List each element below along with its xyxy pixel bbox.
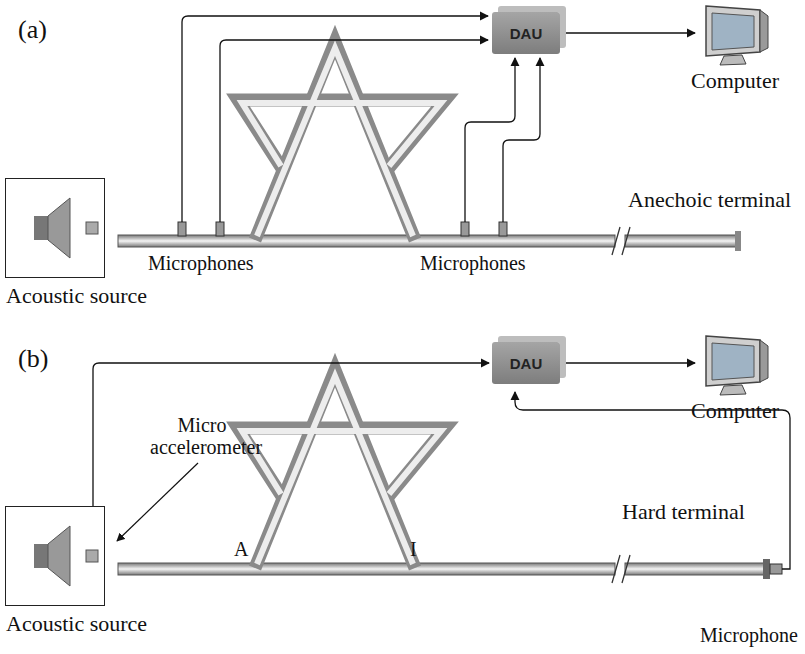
mic-wires <box>182 16 540 222</box>
panel-a <box>34 16 741 258</box>
microphones <box>178 222 507 236</box>
computer-icon <box>698 332 772 398</box>
label: I <box>410 538 417 560</box>
duct <box>625 563 765 575</box>
node-text: Computer <box>691 68 779 94</box>
node-text: Computer <box>691 398 779 424</box>
node-text: DAU <box>510 25 543 42</box>
acoustic-source-box: Acoustic source <box>5 506 105 606</box>
speaker <box>34 198 98 258</box>
label: A <box>234 538 248 560</box>
panel-b <box>34 370 790 586</box>
leader-line <box>117 463 198 541</box>
label: (b) <box>18 345 48 374</box>
duct <box>118 563 615 575</box>
hard-terminal <box>763 559 770 579</box>
acoustic-source-box: Acoustic source <box>5 178 105 278</box>
terminal-cap <box>735 231 741 251</box>
computer: Computer <box>676 2 794 94</box>
label: Micro accelerometer <box>150 414 254 458</box>
break-mark <box>612 555 630 583</box>
duct <box>118 235 615 247</box>
speaker <box>34 526 98 586</box>
microphone-symbol <box>770 564 782 574</box>
dau-box: DAU <box>492 342 560 384</box>
label: Microphone <box>700 624 798 646</box>
label: Hard terminal <box>622 500 745 524</box>
node-text: DAU <box>510 355 543 372</box>
signal-arrow <box>93 363 489 506</box>
duct <box>625 235 737 247</box>
signal-arrow <box>560 362 695 363</box>
computer: Computer <box>676 332 794 424</box>
label: Anechoic terminal <box>628 188 791 212</box>
computer-icon <box>698 2 772 68</box>
label: Microphones <box>420 252 526 274</box>
node-text: Acoustic source <box>6 283 147 309</box>
mic-wire <box>515 392 790 569</box>
signal-arrow <box>560 32 695 33</box>
node-text: Acoustic source <box>6 611 147 637</box>
break-mark <box>612 227 630 255</box>
star-resonator <box>238 370 445 568</box>
dau-box: DAU <box>492 12 560 54</box>
star-resonator <box>238 42 445 240</box>
label: Microphones <box>148 252 254 274</box>
label: (a) <box>18 16 47 45</box>
